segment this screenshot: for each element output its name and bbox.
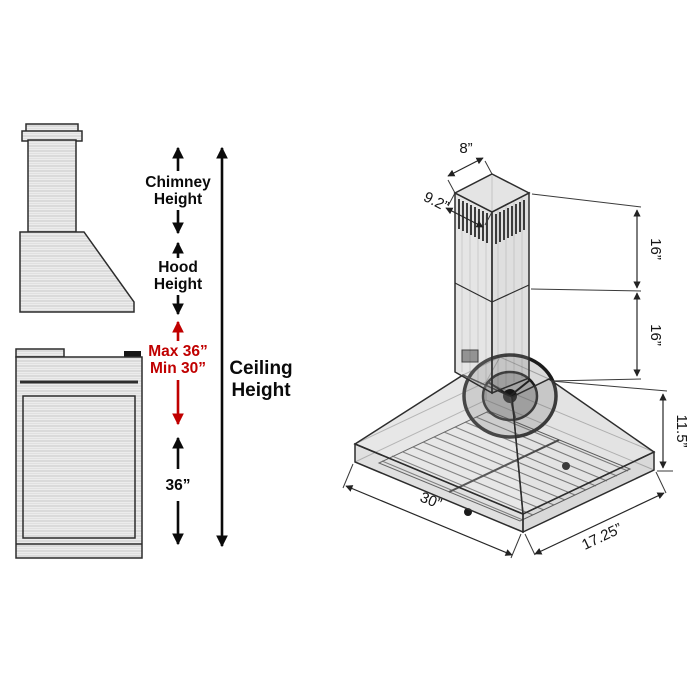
isometric-drawing: 8” 9.2” 16” 16” 11.5” xyxy=(342,140,690,559)
dim-chimney-width-line xyxy=(447,157,484,177)
dim-lower-chimney-label: 16” xyxy=(647,324,664,346)
hood-side-view xyxy=(19,123,135,313)
chimney-duct xyxy=(27,139,77,233)
dim-hood-height: 11.5” xyxy=(550,380,690,472)
dim-hood-height-ext xyxy=(550,380,673,472)
ceiling-height-label-line1: Ceiling xyxy=(229,358,292,379)
dim-upper-chimney: 16” xyxy=(530,193,664,292)
dim-chimney-width-ext xyxy=(447,160,493,194)
dim-hood-depth-line xyxy=(534,492,665,555)
dim-lower-chimney-ext xyxy=(550,378,642,382)
range-height-dimension: 36” xyxy=(166,436,191,546)
chimney-3d xyxy=(453,173,531,395)
side-view-diagram: Chimney Height Hood Height Max 36” Min 3… xyxy=(15,123,293,559)
hood-height-dimension: Hood Height xyxy=(154,241,202,316)
ceiling-height-label-line2: Height xyxy=(231,380,291,401)
blower-motor xyxy=(461,349,479,363)
baffle-rail xyxy=(448,439,560,493)
clearance-max-label: Max 36” xyxy=(148,343,207,360)
chimney-brushed-texture xyxy=(461,198,523,390)
range-back-lip xyxy=(15,348,65,358)
dim-hood-depth-label: 17.25” xyxy=(579,520,625,554)
vent-grille-right xyxy=(495,200,525,244)
range-door xyxy=(22,395,136,539)
clearance-min-label: Min 30” xyxy=(150,360,206,377)
ceiling-height-dimension: Ceiling Height xyxy=(216,146,293,548)
dim-hood-width-ext xyxy=(342,463,522,559)
dim-hood-height-label: 11.5” xyxy=(673,414,690,447)
dim-chimney-width-label: 8” xyxy=(459,140,472,157)
dim-hood-width-line xyxy=(345,485,513,556)
dim-chimney-width: 8” xyxy=(447,140,493,194)
dim-upper-chimney-ext xyxy=(530,193,642,292)
dim-hood-depth-ext xyxy=(524,471,667,556)
dim-chimney-depth-label: 9.2” xyxy=(421,189,452,216)
dim-chimney-depth-line xyxy=(445,207,484,228)
hood-height-label-line1: Hood xyxy=(158,259,198,276)
hidden-edges xyxy=(354,176,655,471)
range-side-view xyxy=(15,348,143,559)
baffle-knob-right xyxy=(562,462,570,470)
range-height-label: 36” xyxy=(166,477,191,494)
hood-height-label-line2: Height xyxy=(154,276,202,293)
dim-lower-chimney: 16” xyxy=(550,292,664,382)
chimney-height-label-line1: Chimney xyxy=(145,174,211,191)
mount-clearance-dimension: Max 36” Min 30” xyxy=(148,320,208,426)
dim-chimney-depth-ext xyxy=(447,192,493,226)
dim-upper-chimney-label: 16” xyxy=(647,238,664,260)
chimney-height-dimension: Chimney Height xyxy=(145,146,211,235)
chimney-height-label-line2: Height xyxy=(154,191,202,208)
chimney-seam xyxy=(454,282,530,303)
hood-body xyxy=(19,231,135,313)
